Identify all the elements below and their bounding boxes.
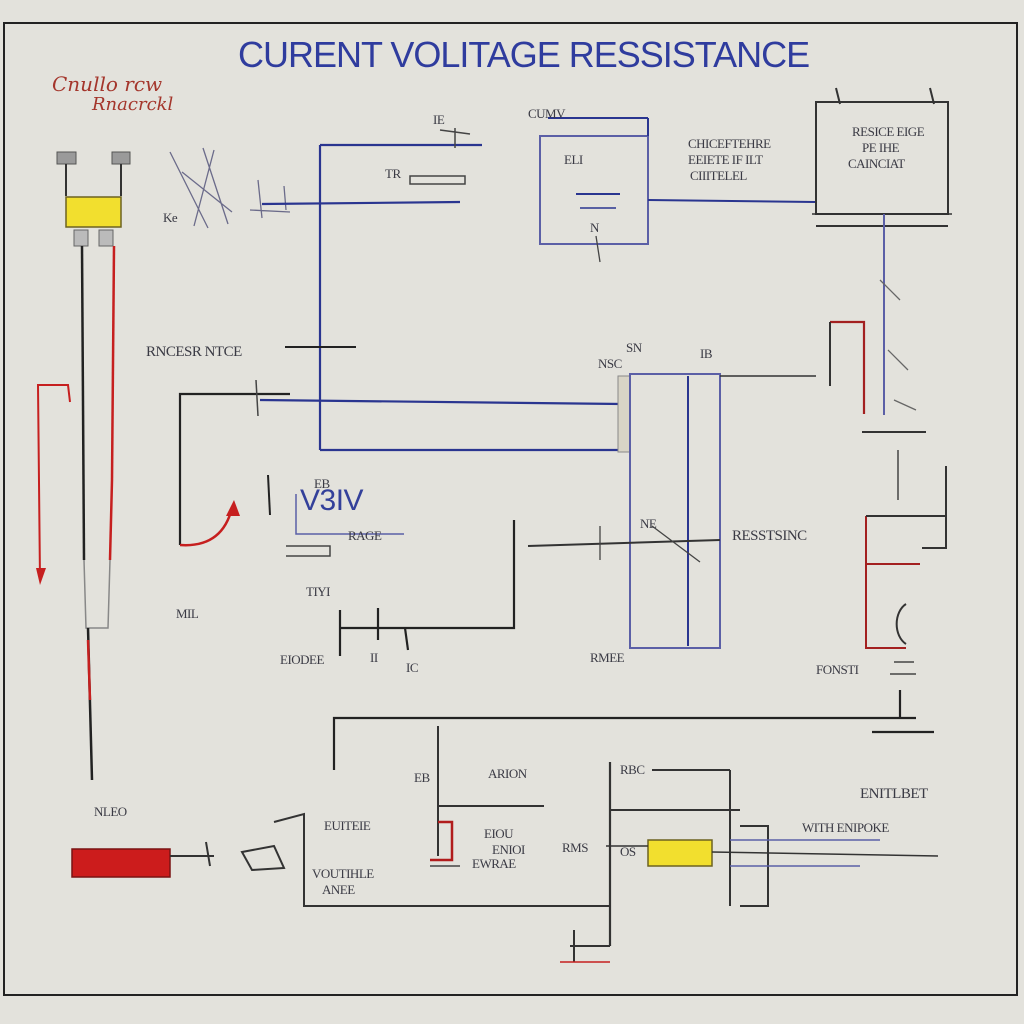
label-rms: RMS <box>562 840 588 855</box>
label-chat-3: CIIITELEL <box>690 168 747 183</box>
left-loop <box>178 379 290 547</box>
probe-component <box>36 151 131 781</box>
label-n-top: N <box>590 220 599 235</box>
label-ie-top: IE <box>433 112 445 127</box>
label-os: OS <box>620 844 636 859</box>
central-resistor-block <box>527 373 816 649</box>
label-euilbet: ENITLBET <box>860 786 928 802</box>
label-ii: II <box>370 650 378 665</box>
label-nsc: NSC <box>598 356 622 371</box>
top-blue-wiring <box>259 143 623 452</box>
bottom-left-loop <box>240 812 610 907</box>
label-tiyi: TIYI <box>306 584 331 599</box>
red-battery <box>71 841 214 878</box>
label-ewrae: EWRAE <box>472 856 516 871</box>
corner-note-line2: Rnacrckl <box>92 94 174 115</box>
label-rbc: RBC <box>620 762 645 777</box>
meter-box <box>539 117 816 263</box>
voltage-box <box>286 494 404 557</box>
antenna-symbol <box>169 147 291 229</box>
middle-wiring <box>338 520 516 656</box>
label-sn: SN <box>626 340 642 355</box>
label-v-big: V3IV <box>300 484 364 517</box>
top-small-ticks <box>409 128 471 185</box>
label-eiodee: EIODEE <box>280 652 324 667</box>
long-bottom-wire <box>332 690 934 770</box>
label-nlec: NLEO <box>94 804 127 819</box>
label-with: WITH ENIPOKE <box>802 820 889 835</box>
corner-note-line1: Cnullo rcw <box>52 72 163 96</box>
label-mil: MIL <box>176 606 199 621</box>
label-fons: FONSTI <box>816 662 859 677</box>
label-eli: ELI <box>564 152 583 167</box>
diagram-title: CURENT VOLITAGE RESSISTANCE <box>238 34 810 75</box>
label-eb-bottom: EB <box>414 770 430 785</box>
label-ke: Ke <box>163 210 178 225</box>
label-tr: TR <box>385 166 401 181</box>
label-resistance-right: RESSTSINC <box>732 528 807 544</box>
frame-border <box>3 22 1018 996</box>
label-ic: IC <box>406 660 419 675</box>
label-eb: EB <box>314 476 330 491</box>
label-arion: ARION <box>488 766 527 781</box>
label-euitrie: EUITEIE <box>324 818 371 833</box>
label-ib: IB <box>700 346 713 361</box>
label-voutile: VOUTIHLE <box>312 866 374 881</box>
label-ne: NE <box>640 516 657 531</box>
box-label-1: RESICE EIGE <box>852 124 925 139</box>
box-label-2: PE IHE <box>862 140 900 155</box>
label-chat-1: CHICEFTEHRE <box>688 136 771 151</box>
label-enioi: ENIOI <box>492 842 525 857</box>
right-red-component <box>829 320 947 675</box>
bottom-component-block <box>560 762 939 963</box>
label-anee: ANEE <box>322 882 355 897</box>
label-eiou: EIOU <box>484 826 514 841</box>
box-label-3: CAINCIAT <box>848 156 905 171</box>
label-resistor-left: RNCESR NTCE <box>146 344 242 360</box>
top-right-box <box>812 87 952 415</box>
label-rage: RAGE <box>348 528 382 543</box>
label-rmee: RMEE <box>590 650 625 665</box>
small-graph <box>430 726 544 867</box>
label-cumv: CUMV <box>528 106 566 121</box>
label-chat-2: EEIETE IF ILT <box>688 152 763 167</box>
